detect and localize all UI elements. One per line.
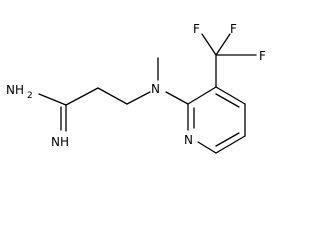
ring-bond-c5-c6	[215, 135, 246, 154]
amine-subscript: 2	[27, 91, 33, 101]
tertiary-n-label: N	[151, 82, 160, 96]
bond-c-nh2	[38, 93, 67, 106]
ring-bond-c6-n	[197, 141, 217, 154]
fluorine-top-left: F	[193, 22, 200, 36]
fluorine-right: F	[259, 49, 266, 63]
imine-label: NH	[51, 135, 69, 149]
bond-ch2-n	[126, 91, 151, 105]
bond-ch2-ch2	[97, 87, 128, 105]
structure-diagram: NH 2 NH N N F F F	[6, 22, 266, 154]
ring-bond-c2-c3	[187, 86, 217, 105]
ring-double-c3-c4	[215, 93, 240, 108]
amine-label: NH	[6, 83, 24, 97]
ring-double-c5-c6	[215, 132, 240, 147]
ring-bond-c3-c4	[215, 86, 246, 105]
bond-c-f-right	[215, 33, 231, 56]
fluorine-top-right: F	[230, 22, 237, 36]
molecule-drawing: NH 2 NH N N F F F	[6, 22, 266, 154]
bond-c-ch2	[65, 87, 99, 106]
bond-c-f-left	[201, 33, 217, 56]
ring-n-label: N	[184, 133, 193, 147]
bond-n-ring	[165, 91, 189, 105]
